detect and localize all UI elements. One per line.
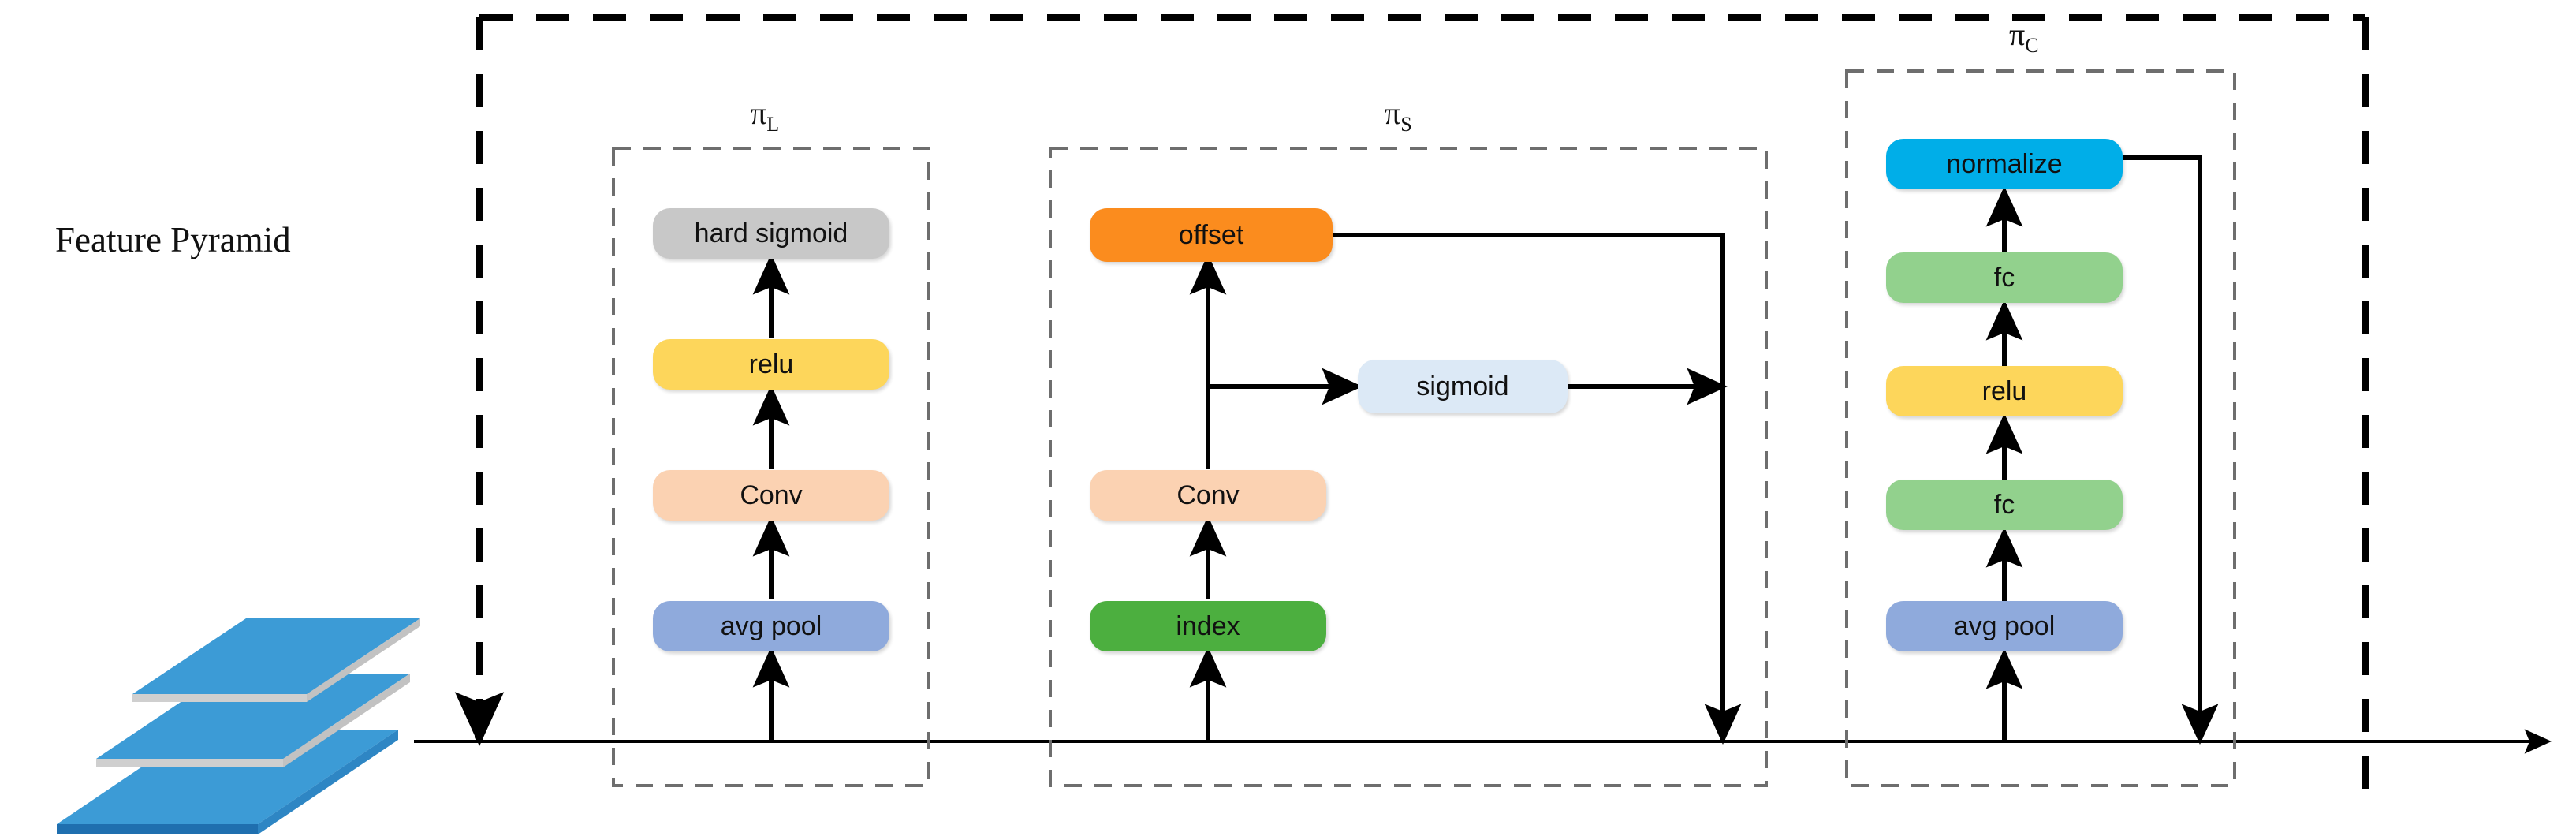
feature-pyramid-title: Feature Pyramid [55,220,291,259]
group-box-piC [1845,69,2236,787]
group-label-piC: πC [2009,16,2039,58]
pi-symbol-C: π [2009,17,2026,52]
node-fc-lower[interactable]: fc [1886,480,2123,530]
node-offset[interactable]: offset [1090,208,1333,262]
pi-symbol-L: π [751,95,767,131]
group-box-piL [612,147,930,787]
node-normalize[interactable]: normalize [1886,139,2123,189]
node-avg-pool-C[interactable]: avg pool [1886,601,2123,651]
node-conv-S[interactable]: Conv [1090,470,1326,521]
pi-subscript-C: C [2025,34,2039,57]
node-conv-L[interactable]: Conv [653,470,889,521]
pi-subscript-L: L [766,113,780,136]
node-hard-sigmoid[interactable]: hard sigmoid [653,208,889,259]
node-avg-pool-L[interactable]: avg pool [653,601,889,651]
node-fc-upper[interactable]: fc [1886,252,2123,303]
group-box-piS [1049,147,1768,787]
node-relu-C[interactable]: relu [1886,366,2123,416]
group-label-piL: πL [751,95,779,136]
node-index[interactable]: index [1090,601,1326,651]
pi-symbol-S: π [1385,95,1401,131]
node-relu-L[interactable]: relu [653,339,889,390]
path-offset-to-rail-S [1333,233,1725,716]
path-normalize-to-bus-C [2123,155,2202,716]
group-label-piS: πS [1385,95,1412,136]
node-sigmoid[interactable]: sigmoid [1358,360,1568,413]
pi-subscript-S: S [1400,113,1412,136]
feature-pyramid-icon [57,618,420,834]
